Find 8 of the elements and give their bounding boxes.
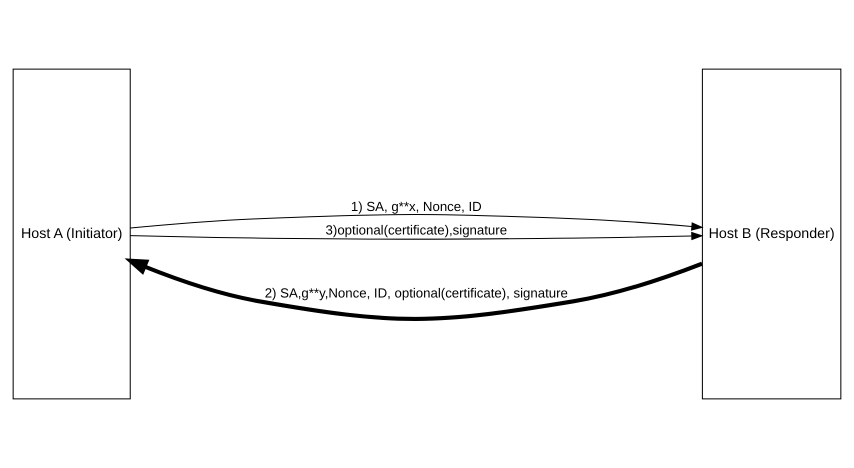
- edge-label: 1) SA, g**x, Nonce, ID: [350, 198, 482, 214]
- arrow: [130, 232, 704, 240]
- node-box: Host B (Responder): [702, 68, 842, 400]
- arrow: [130, 214, 704, 231]
- edge-label: 2) SA,g**y,Nonce, ID, optional(certificate), signature: [264, 286, 568, 301]
- arrow: [124, 258, 703, 321]
- node-box: Host A (Initiator): [12, 68, 131, 400]
- edge-label: 3)optional(certificate),signature: [326, 222, 508, 238]
